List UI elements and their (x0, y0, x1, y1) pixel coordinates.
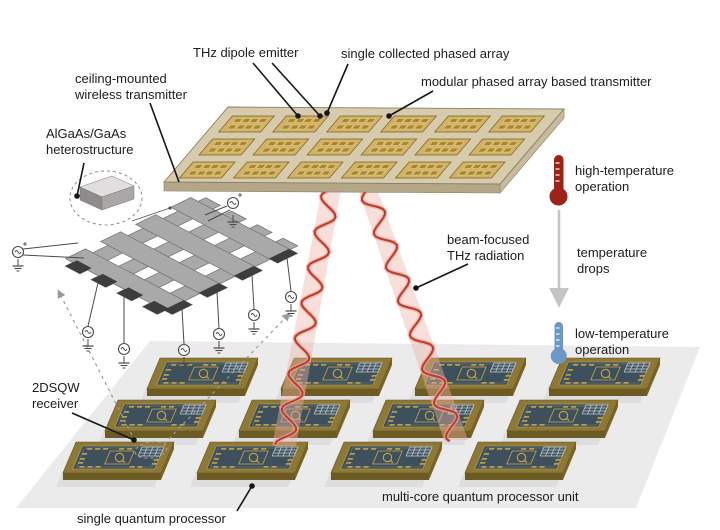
label-temperature-drops: temperature drops (577, 245, 647, 276)
quantum-processor-chip (190, 441, 309, 487)
label-algaas-gaas-heterostructure: AlGaAs/GaAs heterostructure (46, 126, 133, 157)
quantum-processor-chip (542, 357, 661, 403)
phased-array-module (340, 161, 398, 179)
phased-array-module (325, 115, 384, 133)
label-line: heterostructure (46, 141, 134, 157)
label-2dsqw-receiver: 2DSQW receiver (32, 380, 80, 411)
label-line: receiver (32, 395, 79, 411)
phased-array-module (198, 138, 256, 156)
label-line: AlGaAs/GaAs (46, 126, 127, 141)
phased-array-module (433, 115, 492, 133)
label-line: high-temperature (575, 163, 674, 178)
phased-array-module (217, 115, 276, 133)
phased-array-module (448, 161, 506, 179)
phased-array-module (271, 115, 330, 133)
low-temperature-thermometer-icon (550, 322, 567, 364)
annotation-pointer-lines (71, 62, 469, 512)
label-line: operation (575, 341, 630, 357)
label-ceiling-mounted-wireless-transmitter: ceiling-mounted wireless transmitter (75, 71, 187, 102)
label-low-temperature-operation: low-temperature operation (575, 326, 669, 357)
phased-array-module (379, 115, 438, 133)
quantum-processor-chip (56, 441, 175, 487)
receiver-magnification-callout (57, 289, 291, 459)
label-single-quantum-processor: single quantum processor (77, 511, 226, 526)
label-modular-phased-array-transmitter: modular phased array based transmitter (421, 74, 652, 89)
label-multi-core-quantum-processor-unit: multi-core quantum processor unit (382, 489, 579, 504)
label-thz-dipole-emitter: THz dipole emitter (193, 45, 299, 60)
heterostructure-icon (69, 170, 172, 226)
phased-array-modules (178, 115, 546, 179)
quantum-processor-chip (232, 399, 351, 445)
high-temperature-thermometer-icon (549, 155, 568, 206)
phased-array-module (394, 161, 452, 179)
phased-array-module (487, 115, 546, 133)
thz-beam (272, 186, 341, 446)
quantum-processor-chip (458, 441, 577, 487)
phased-array-module (414, 138, 472, 156)
label-high-temperature-operation: high-temperature operation (575, 163, 674, 194)
label-line: 2DSQW (32, 380, 80, 395)
phased-array-module (360, 138, 418, 156)
label-line: temperature (577, 245, 648, 260)
label-line: low-temperature (575, 326, 669, 341)
phased-array-module (286, 161, 344, 179)
quantum-processor-chip (98, 399, 217, 445)
label-line: ceiling-mounted (75, 71, 167, 86)
quantum-processor-chip (500, 399, 619, 445)
label-line: operation (575, 178, 630, 194)
phased-array-module (252, 138, 310, 156)
phased-array-module (178, 161, 236, 179)
phased-array-module (468, 138, 526, 156)
quantum-processor-chip (274, 357, 393, 403)
label-line: THz radiation (447, 247, 525, 263)
receiver-mesh-schematic (11, 193, 299, 370)
phased-array-module (232, 161, 290, 179)
label-beam-focused-thz-radiation: beam-focused THz radiation (447, 232, 529, 263)
thz-radiation-beams (272, 186, 468, 446)
quantum-processor-chip (324, 441, 443, 487)
label-single-collected-phased-array: single collected phased array (341, 46, 510, 61)
phased-array-module (306, 138, 364, 156)
label-line: drops (577, 260, 610, 276)
label-line: wireless transmitter (75, 86, 187, 102)
label-line: beam-focused (447, 232, 530, 247)
thz-beam (358, 187, 468, 444)
quantum-processor-chip (140, 357, 259, 403)
